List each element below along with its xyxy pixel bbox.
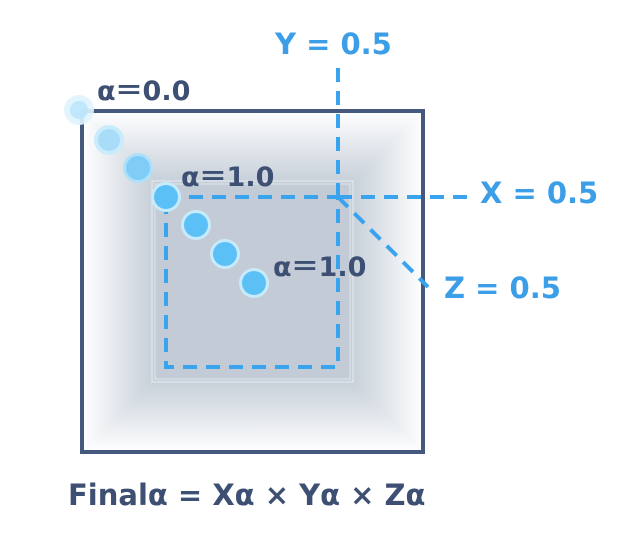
- z-axis-label: Z = 0.5: [444, 271, 561, 305]
- x-axis-label: X = 0.5: [480, 176, 598, 210]
- formula-caption: Finalα = Xα × Yα × Zα: [68, 478, 425, 512]
- threshold-square: [164, 195, 340, 369]
- y-axis-label: Y = 0.5: [274, 27, 392, 61]
- alpha-inner-mid-label: α＝1.0: [273, 252, 366, 283]
- sample-dots: [64, 95, 269, 298]
- alpha-inner-top-label: α＝1.0: [181, 162, 274, 193]
- alpha-start-label: α＝0.0: [97, 76, 190, 107]
